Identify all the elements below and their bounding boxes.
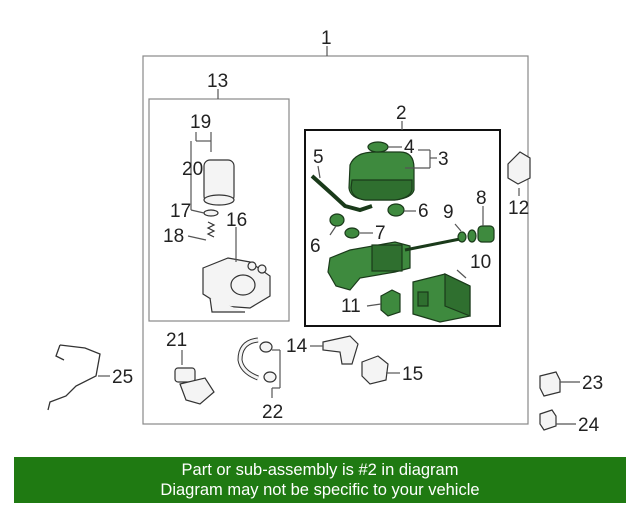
callout-21[interactable]: 21 bbox=[166, 330, 187, 351]
callout-8[interactable]: 8 bbox=[476, 188, 487, 209]
main-assembly-frame bbox=[142, 55, 529, 425]
callout-6-lower[interactable]: 6 bbox=[310, 236, 321, 257]
bracket-14-part bbox=[322, 335, 359, 365]
callout-17[interactable]: 17 bbox=[170, 201, 191, 222]
bracket-15-part bbox=[361, 355, 389, 385]
callout-22[interactable]: 22 bbox=[262, 402, 283, 423]
hose-22-part bbox=[237, 337, 277, 383]
spring-part bbox=[457, 231, 467, 243]
seal-part bbox=[344, 227, 360, 239]
bracket-part bbox=[380, 289, 401, 317]
callout-18[interactable]: 18 bbox=[163, 226, 184, 247]
subassembly-13-frame bbox=[148, 98, 290, 322]
banner-line-2: Diagram may not be specific to your vehi… bbox=[160, 481, 480, 499]
actuator-part bbox=[412, 273, 471, 323]
callout-1[interactable]: 1 bbox=[321, 28, 332, 49]
callout-2[interactable]: 2 bbox=[396, 103, 407, 124]
part-23 bbox=[539, 371, 561, 397]
callout-25[interactable]: 25 bbox=[112, 367, 133, 388]
harness-part bbox=[47, 344, 101, 411]
sensor-21-part bbox=[174, 367, 215, 405]
accumulator-part bbox=[203, 159, 235, 206]
callout-7[interactable]: 7 bbox=[375, 223, 386, 244]
master-cylinder-part bbox=[327, 236, 466, 291]
info-banner: Part or sub-assembly is #2 in diagram Di… bbox=[14, 457, 626, 503]
seal-ring-part bbox=[467, 229, 477, 243]
spring-18-part bbox=[206, 221, 216, 238]
callout-4[interactable]: 4 bbox=[404, 137, 415, 158]
callout-10[interactable]: 10 bbox=[470, 252, 491, 273]
grommet-part-lower bbox=[329, 213, 345, 227]
callout-11[interactable]: 11 bbox=[341, 296, 361, 317]
callout-23[interactable]: 23 bbox=[582, 373, 603, 394]
callout-16[interactable]: 16 bbox=[226, 210, 247, 231]
callout-6-upper[interactable]: 6 bbox=[418, 201, 429, 222]
banner-line-1: Part or sub-assembly is #2 in diagram bbox=[181, 461, 459, 479]
callout-12[interactable]: 12 bbox=[508, 198, 529, 219]
o-ring-part bbox=[203, 209, 219, 217]
parts-diagram: 1 13 2 3 4 5 6 6 7 9 8 bbox=[47, 28, 603, 436]
gasket-part bbox=[507, 151, 531, 185]
callout-9[interactable]: 9 bbox=[443, 202, 454, 223]
reservoir-cap-part bbox=[367, 141, 389, 153]
callout-20[interactable]: 20 bbox=[182, 159, 203, 180]
callout-19[interactable]: 19 bbox=[190, 112, 211, 133]
callout-14[interactable]: 14 bbox=[286, 336, 308, 357]
callout-3[interactable]: 3 bbox=[438, 149, 449, 170]
boot-part bbox=[477, 225, 495, 243]
grommet-part-upper bbox=[387, 203, 405, 217]
hose-part bbox=[310, 174, 373, 213]
part-24 bbox=[539, 409, 557, 431]
callout-15[interactable]: 15 bbox=[402, 364, 423, 385]
pump-part bbox=[202, 257, 271, 313]
reservoir-part bbox=[348, 151, 415, 201]
callout-24[interactable]: 24 bbox=[578, 415, 600, 436]
callout-5[interactable]: 5 bbox=[313, 147, 324, 168]
callout-13[interactable]: 13 bbox=[207, 71, 228, 92]
